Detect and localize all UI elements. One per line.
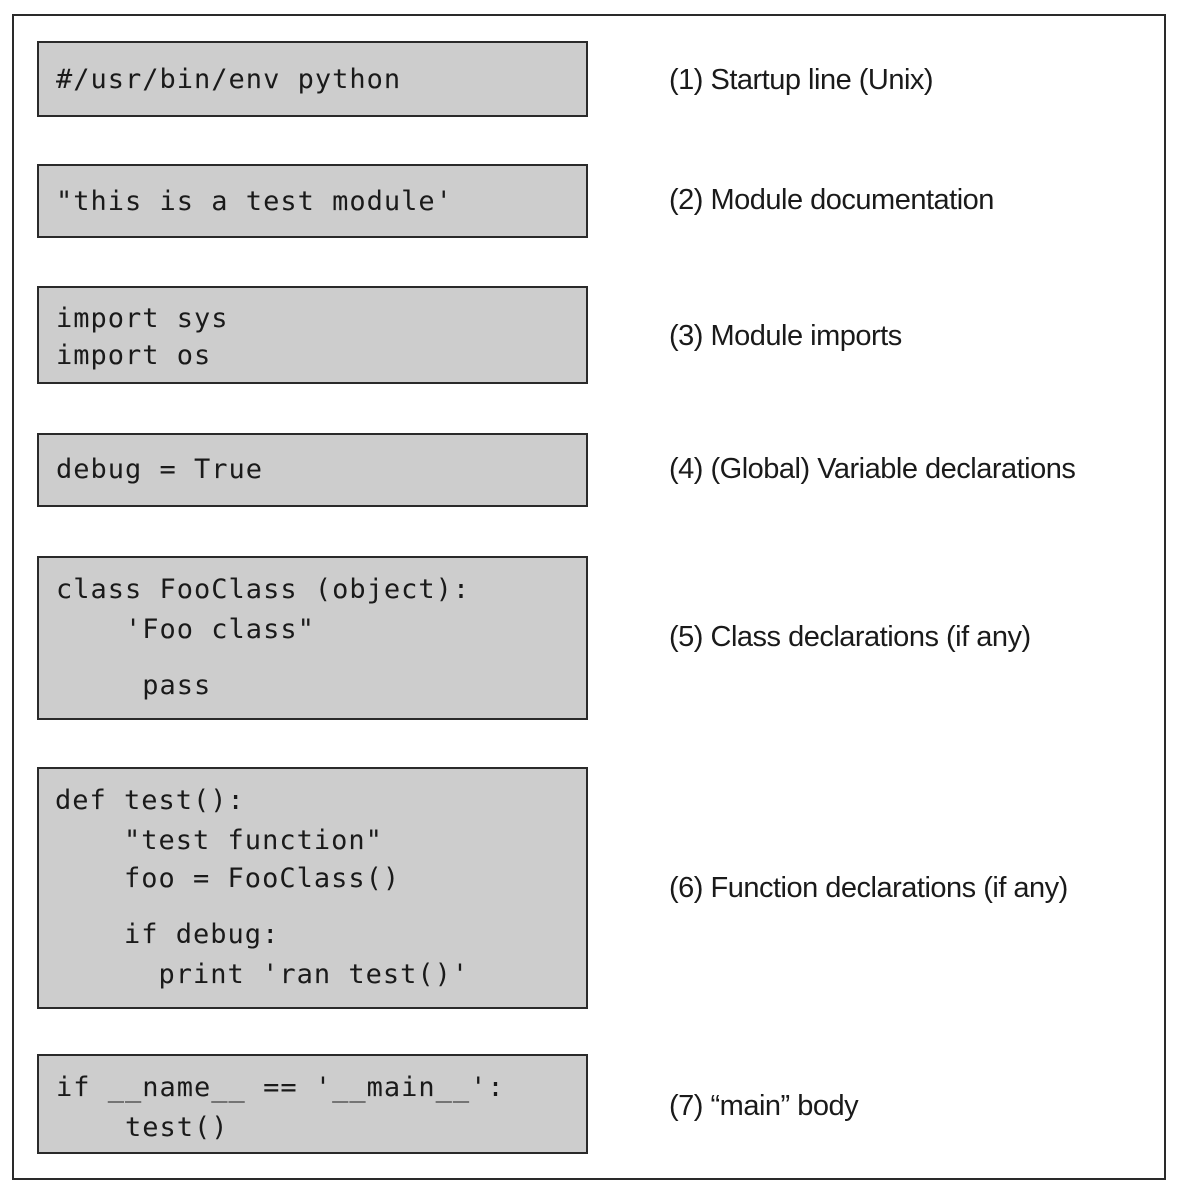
class-declarations-code-box: class FooClass (object): 'Foo class" pas…: [37, 556, 588, 720]
module-imports-label: (3) Module imports: [669, 320, 902, 352]
module-imports-code-box: import sys import os: [37, 286, 588, 384]
code-line: #/usr/bin/env python: [56, 64, 402, 95]
code-line: pass: [56, 670, 212, 701]
module-documentation-code-box: "this is a test module': [37, 164, 588, 238]
code-line: 'Foo class": [56, 614, 315, 645]
variable-declarations-code-box: debug = True: [37, 433, 588, 507]
function-declarations-label: (6) Function declarations (if any): [669, 872, 1068, 904]
code-line: import sys: [56, 303, 229, 334]
code-line: test(): [56, 1112, 229, 1143]
code-line: foo = FooClass(): [55, 863, 401, 894]
variable-declarations-label: (4) (Global) Variable declarations: [669, 453, 1076, 485]
main-body-code-box: if __name__ == '__main__': test(): [37, 1054, 588, 1154]
code-line: class FooClass (object):: [56, 574, 471, 605]
code-line: print 'ran test()': [55, 959, 470, 990]
code-line: "this is a test module': [56, 186, 453, 217]
code-line: if __name__ == '__main__':: [56, 1072, 505, 1103]
startup-line-code-box: #/usr/bin/env python: [37, 41, 588, 117]
code-line: debug = True: [56, 454, 264, 485]
module-documentation-label: (2) Module documentation: [669, 184, 994, 216]
code-line: if debug:: [55, 919, 280, 950]
function-declarations-code-box: def test(): "test function" foo = FooCla…: [37, 767, 588, 1009]
code-line: def test():: [55, 785, 245, 816]
code-line: import os: [56, 340, 212, 371]
code-line: "test function": [55, 825, 383, 856]
module-structure-diagram: #/usr/bin/env python (1) Startup line (U…: [12, 14, 1166, 1180]
main-body-label: (7) “main” body: [669, 1090, 859, 1122]
startup-line-label: (1) Startup line (Unix): [669, 64, 934, 96]
class-declarations-label: (5) Class declarations (if any): [669, 621, 1031, 653]
